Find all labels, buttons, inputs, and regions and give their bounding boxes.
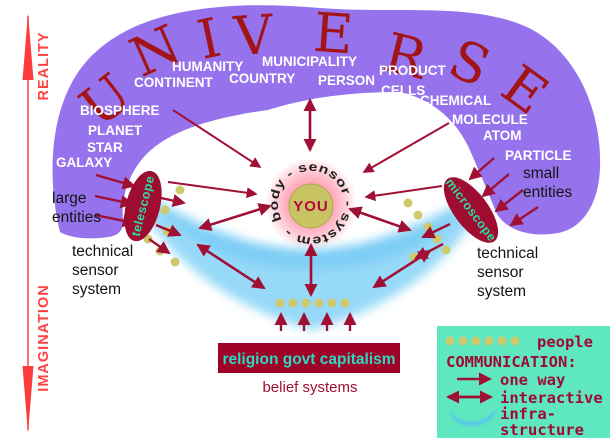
belief-box-label: religion govt capitalism [222,351,395,368]
belief-box [218,343,400,373]
legend-heading: COMMUNICATION: [446,353,577,371]
legend: people COMMUNICATION: one way interactiv… [437,326,610,439]
belief-caption: belief systems [262,379,357,396]
telescope: telescope [124,170,162,242]
legend-one-way-label: one way [500,371,565,389]
you-circle [288,183,334,229]
one-way-arrow [509,206,539,227]
label-chemical: CHEMICAL [420,93,491,108]
technical-sensor-system-left: sensor [72,262,119,279]
interactive-arrows [196,98,432,297]
small-entities-label: entities [523,184,572,201]
reality-label: REALITY [36,31,52,100]
interactive-arrow [196,243,266,290]
one-way-arrow [167,181,258,199]
label-person: PERSON [318,73,375,88]
legend-people-dots [445,336,520,346]
technical-sensor-system-right: system [477,283,526,300]
people-dots-bottom-row [275,298,350,308]
label-atom: ATOM [483,128,522,143]
label-country: COUNTRY [229,71,295,86]
belief-systems: religion govt capitalism belief systems [218,343,400,396]
large-entities-label: large [52,190,86,207]
technical-sensor-system-left: system [72,281,121,298]
legend-infrastructure-label: infra- [500,405,556,423]
legend-infrastructure-swoosh [449,408,497,426]
label-particle: PARTICLE [505,148,572,163]
one-way-arrow [148,238,171,255]
label-galaxy: GALAXY [56,155,112,170]
small-entities-label: small [523,165,559,182]
legend-box [437,326,610,438]
technical-sensor-system-left: technical [72,243,133,260]
legend-people-label: people [537,333,593,351]
label-planet: PLANET [88,123,143,138]
label-star: STAR [87,140,123,155]
title-letter: E [311,1,355,67]
one-way-arrow [95,173,136,190]
reality-imagination-axis: REALITY IMAGINATION [22,13,52,433]
one-way-arrow [468,157,495,181]
label-continent: CONTINENT [134,75,213,90]
legend-interactive-label: interactive [500,389,603,407]
interactive-arrow [348,206,412,233]
one-way-arrow [94,194,134,209]
label-cells: CELLS [381,83,425,98]
technical-sensor-system-right: sensor [477,264,524,281]
label-municipality: MUNICIPALITY [262,54,357,69]
title-letter: V [231,3,276,69]
one-way-arrow [481,173,510,198]
reality-arrowhead [22,13,34,80]
label-molecule: MOLECULE [452,112,528,127]
label-biosphere: BIOSPHERE [80,103,160,118]
label-product: PRODUCT [379,63,447,78]
interactive-arrow [198,203,272,231]
label-humanity: HUMANITY [172,59,243,74]
one-way-arrow [155,223,182,237]
one-way-arrow [362,122,450,173]
scale-labels: BIOSPHERE PLANET STAR GALAXY HUMANITY CO… [56,54,572,170]
infrastructure-cloud [135,188,482,330]
interactive-arrow [372,249,432,289]
you-label: YOU [293,198,329,215]
one-way-arrow [494,189,524,213]
one-way-arrow [364,185,443,202]
one-way-arrow [172,109,262,168]
one-way-arrow [421,222,451,239]
annotations: large entities small entities technical … [52,165,572,300]
imagination-label: IMAGINATION [36,284,52,391]
large-entities-label: entities [52,209,101,226]
imagination-arrowhead [22,366,34,433]
technical-sensor-system-right: technical [477,245,538,262]
universe-arch [52,5,601,239]
one-way-arrows [94,109,539,331]
legend-infrastructure-label: structure [500,421,584,439]
